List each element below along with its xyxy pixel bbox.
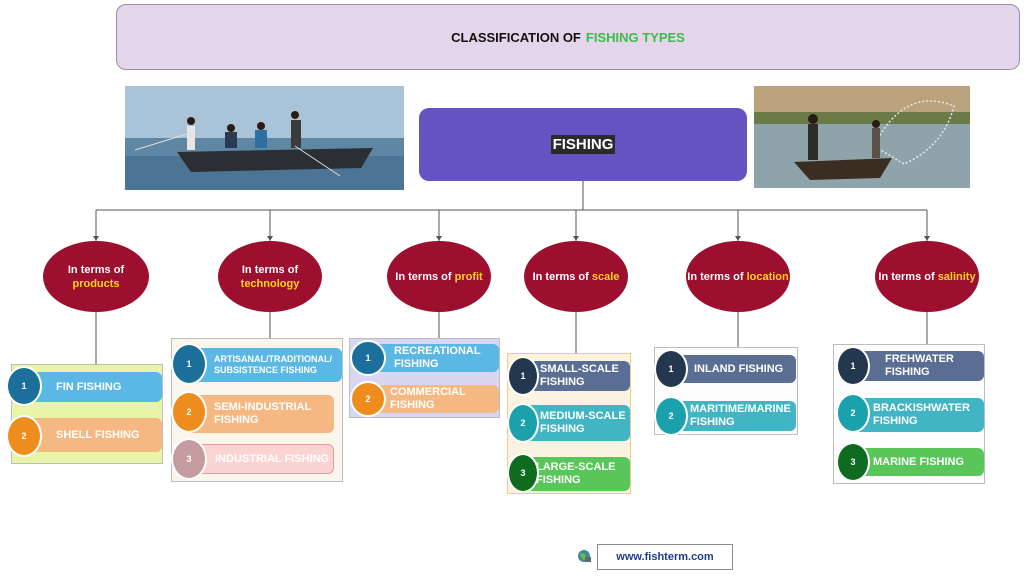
number-badge: 2	[350, 381, 386, 417]
number-badge: 3	[171, 438, 207, 480]
category-products: In terms of products	[43, 241, 149, 312]
number-badge: 3	[507, 453, 539, 493]
fishing-net-photo-right	[754, 86, 970, 188]
list-item: RECREATIONAL FISHING	[364, 344, 499, 372]
list-item: SMALL-SCALE FISHING	[520, 361, 630, 391]
website-link[interactable]: www.fishterm.com	[597, 544, 733, 570]
category-profit: In terms of profit	[387, 241, 491, 312]
category-salinity: In terms of salinity	[875, 241, 979, 312]
number-badge: 1	[6, 366, 42, 406]
root-node-fishing: FISHING	[419, 108, 747, 181]
category-highlight: location	[746, 270, 789, 283]
title-prefix: CLASSIFICATION OF	[451, 29, 581, 45]
item-label: LARGE-SCALE FISHING	[536, 461, 616, 486]
number-badge: 1	[654, 349, 688, 389]
number-badge: 1	[171, 343, 207, 385]
item-label: COMMERCIAL FISHING	[390, 386, 466, 411]
list-item: BRACKISHWATER FISHING	[851, 398, 984, 432]
globe-icon	[577, 549, 591, 563]
list-item: MARITIME/MARINE FISHING	[668, 401, 796, 431]
category-label: In terms of	[395, 270, 452, 283]
list-item: ARTISANAL/TRADITIONAL/ SUBSISTENCE FISHI…	[186, 348, 342, 382]
item-label: ARTISANAL/TRADITIONAL/ SUBSISTENCE FISHI…	[214, 354, 332, 375]
fishing-boat-photo-left	[125, 86, 404, 190]
category-highlight: technology	[240, 277, 300, 290]
item-label: BRACKISHWATER FISHING	[873, 402, 970, 427]
category-highlight: products	[72, 277, 120, 290]
number-badge: 3	[836, 442, 870, 482]
item-label: SMALL-SCALE FISHING	[540, 363, 619, 388]
item-label: MARINE FISHING	[873, 455, 965, 468]
list-item: INDUSTRIAL FISHING	[186, 444, 334, 474]
item-label: FIN FISHING	[56, 380, 122, 393]
number-badge: 1	[350, 340, 386, 376]
item-label: INDUSTRIAL FISHING	[215, 452, 330, 465]
list-item: MARINE FISHING	[851, 448, 984, 476]
list-item: MEDIUM-SCALE FISHING	[520, 405, 630, 441]
number-badge: 2	[654, 396, 688, 436]
number-badge: 2	[507, 403, 539, 443]
category-label: In terms of	[532, 270, 589, 283]
list-item: SHELL FISHING	[20, 418, 162, 452]
category-highlight: profit	[454, 270, 483, 283]
category-highlight: scale	[591, 270, 620, 283]
item-label: INLAND FISHING	[694, 362, 784, 375]
number-badge: 1	[836, 346, 870, 386]
category-label: In terms of	[67, 263, 125, 276]
item-label: MARITIME/MARINE FISHING	[690, 403, 791, 428]
category-scale: In terms of scale	[524, 241, 628, 312]
list-item: SEMI-INDUSTRIAL FISHING	[186, 395, 334, 433]
number-badge: 2	[6, 415, 42, 457]
number-badge: 2	[171, 391, 207, 433]
number-badge: 2	[836, 393, 870, 433]
item-label: MEDIUM-SCALE FISHING	[540, 410, 626, 435]
website-url: www.fishterm.com	[616, 551, 714, 563]
category-label: In terms of	[687, 270, 744, 283]
category-location: In terms of location	[686, 241, 790, 312]
root-label: FISHING	[550, 135, 616, 154]
title-highlight: FISHING TYPES	[585, 29, 685, 45]
list-item: FREHWATER FISHING	[851, 351, 984, 381]
category-technology: In terms of technology	[218, 241, 322, 312]
item-label: SHELL FISHING	[56, 428, 140, 441]
category-label: In terms of	[241, 263, 299, 276]
list-item: COMMERCIAL FISHING	[364, 385, 499, 413]
item-label: RECREATIONAL FISHING	[394, 345, 481, 370]
category-label: In terms of	[878, 270, 935, 283]
category-highlight: salinity	[937, 270, 976, 283]
number-badge: 1	[507, 356, 539, 396]
list-item: FIN FISHING	[20, 372, 162, 402]
list-item: INLAND FISHING	[668, 355, 796, 383]
diagram-title: CLASSIFICATION OF FISHING TYPES	[116, 4, 1020, 70]
item-label: SEMI-INDUSTRIAL FISHING	[214, 401, 311, 426]
item-label: FREHWATER FISHING	[885, 353, 954, 378]
